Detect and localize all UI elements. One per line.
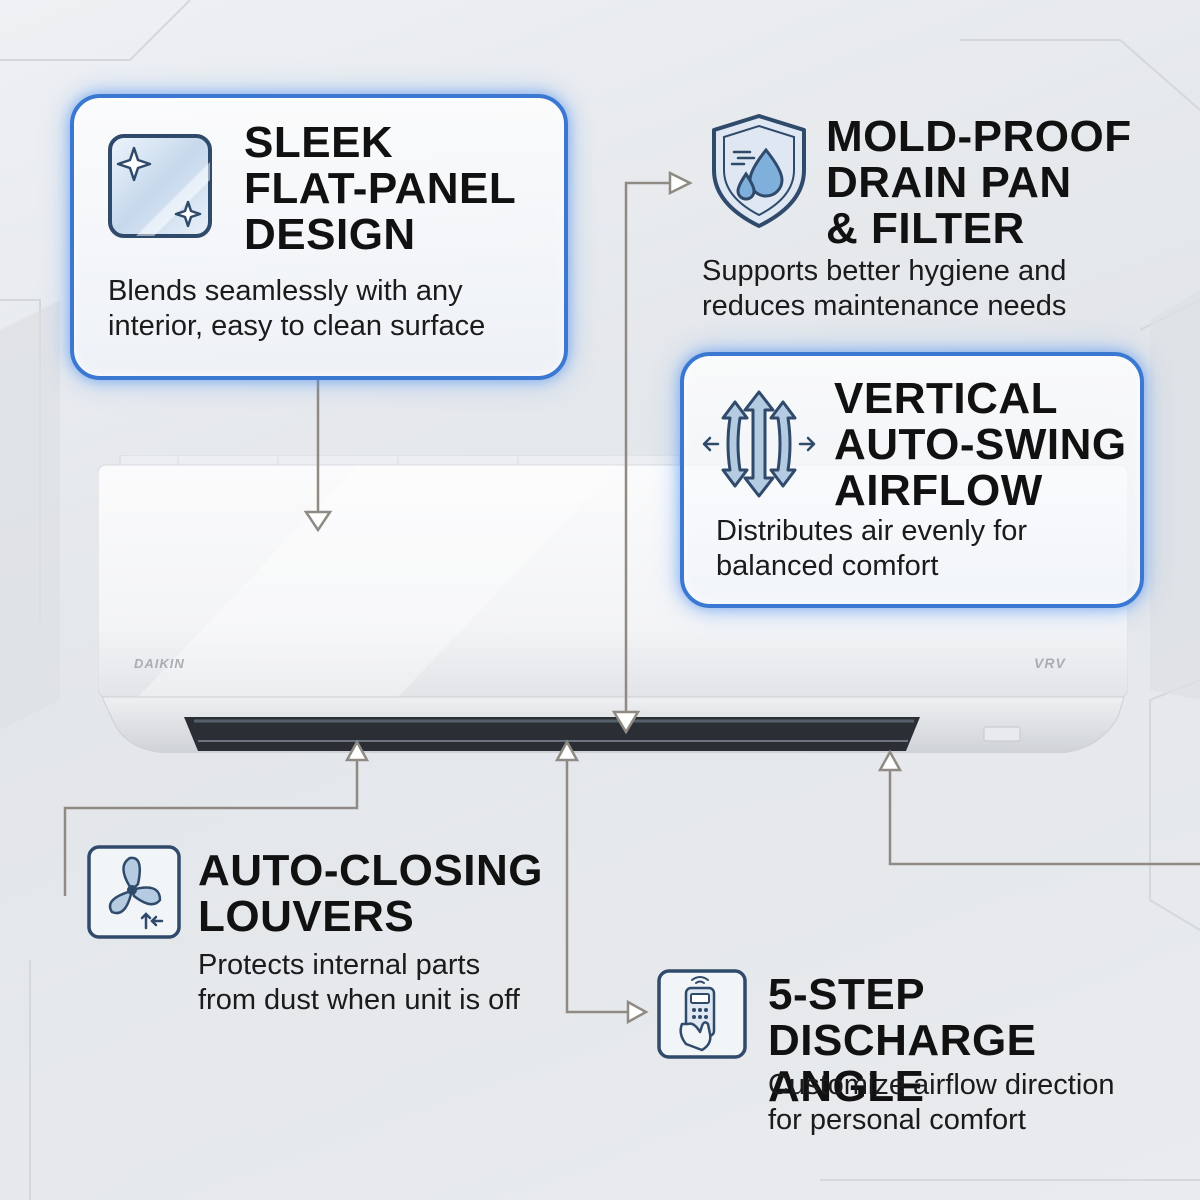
louvers-heading: AUTO-CLOSING LOUVERS (198, 846, 543, 941)
vertical-swing-arrows-icon (702, 388, 816, 500)
shield-water-drop-icon (704, 112, 814, 230)
louvers-description: Protects internal parts from dust when u… (198, 949, 520, 1016)
remote-control-hand-icon (656, 968, 748, 1060)
fan-icon (86, 844, 182, 940)
brand-logo-left: DAIKIN (134, 656, 185, 671)
brand-logo-right: VRV (1034, 655, 1066, 671)
discharge-angle-description: Customize airflow direction for personal… (768, 1069, 1115, 1136)
glass-panel-sparkle-icon (106, 132, 214, 240)
auto-swing-description: Distributes air evenly for balanced comf… (716, 515, 1028, 582)
mold-proof-description: Supports better hygiene and reduces main… (702, 255, 1067, 322)
sleek-design-description: Blends seamlessly with any interior, eas… (108, 275, 486, 342)
mold-proof-heading: MOLD-PROOF DRAIN PAN & FILTER (826, 112, 1132, 253)
sleek-design-heading: SLEEK FLAT-PANEL DESIGN (244, 118, 517, 259)
auto-swing-heading: VERTICAL AUTO-SWING AIRFLOW (834, 374, 1127, 515)
discharge-angle-heading: 5-STEP DISCHARGE ANGLE (768, 970, 1037, 1111)
